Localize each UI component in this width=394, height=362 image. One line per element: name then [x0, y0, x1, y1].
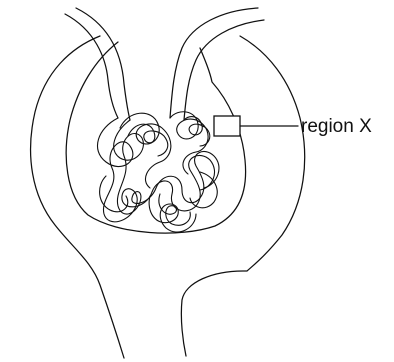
efferent-arteriole-right-edge: [184, 20, 264, 120]
capsule-outer-wall: [31, 36, 305, 358]
region-x-label: region X: [301, 116, 372, 137]
efferent-arteriole-left-edge: [170, 8, 258, 118]
capsule-inner-wall: [66, 42, 245, 233]
region-x-box: [214, 116, 240, 136]
afferent-arteriole-right-edge: [76, 8, 130, 120]
afferent-arteriole-left-edge: [65, 14, 118, 118]
glomerular-capillary-tuft: [97, 112, 218, 232]
